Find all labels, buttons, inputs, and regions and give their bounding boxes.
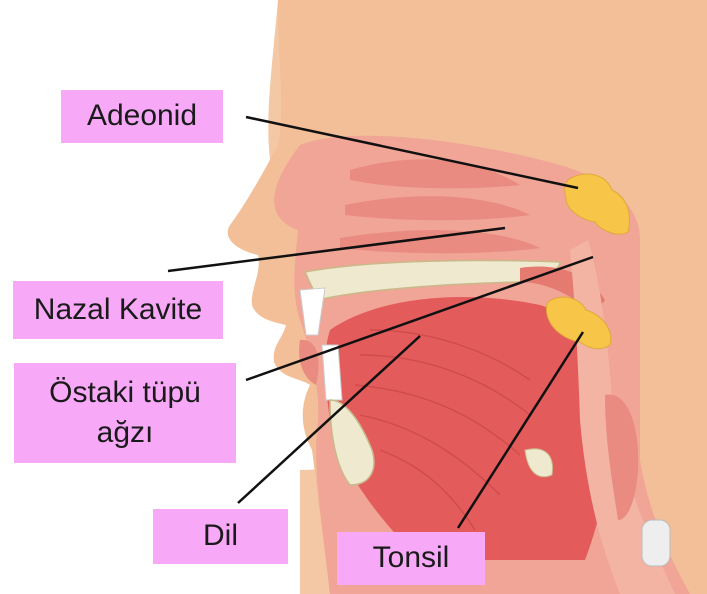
adenoid-label-text: Adeonid [87, 96, 197, 137]
tongue-label: Dil [153, 509, 288, 564]
adenoid-label: Adeonid [61, 90, 223, 143]
eustachian-label-line1: Östaki tüpü [49, 373, 201, 414]
nasal-cavity-label-text: Nazal Kavite [34, 290, 202, 331]
eustachian-label-line2: ağzı [97, 413, 154, 454]
tonsil-label: Tonsil [337, 532, 485, 585]
tongue-label-text: Dil [203, 516, 238, 557]
eustachian-tube-label: Östaki tüpü ağzı [14, 363, 236, 463]
tonsil-label-text: Tonsil [373, 538, 450, 579]
trachea-cartilage [642, 520, 670, 566]
nasal-cavity-label: Nazal Kavite [13, 281, 223, 339]
